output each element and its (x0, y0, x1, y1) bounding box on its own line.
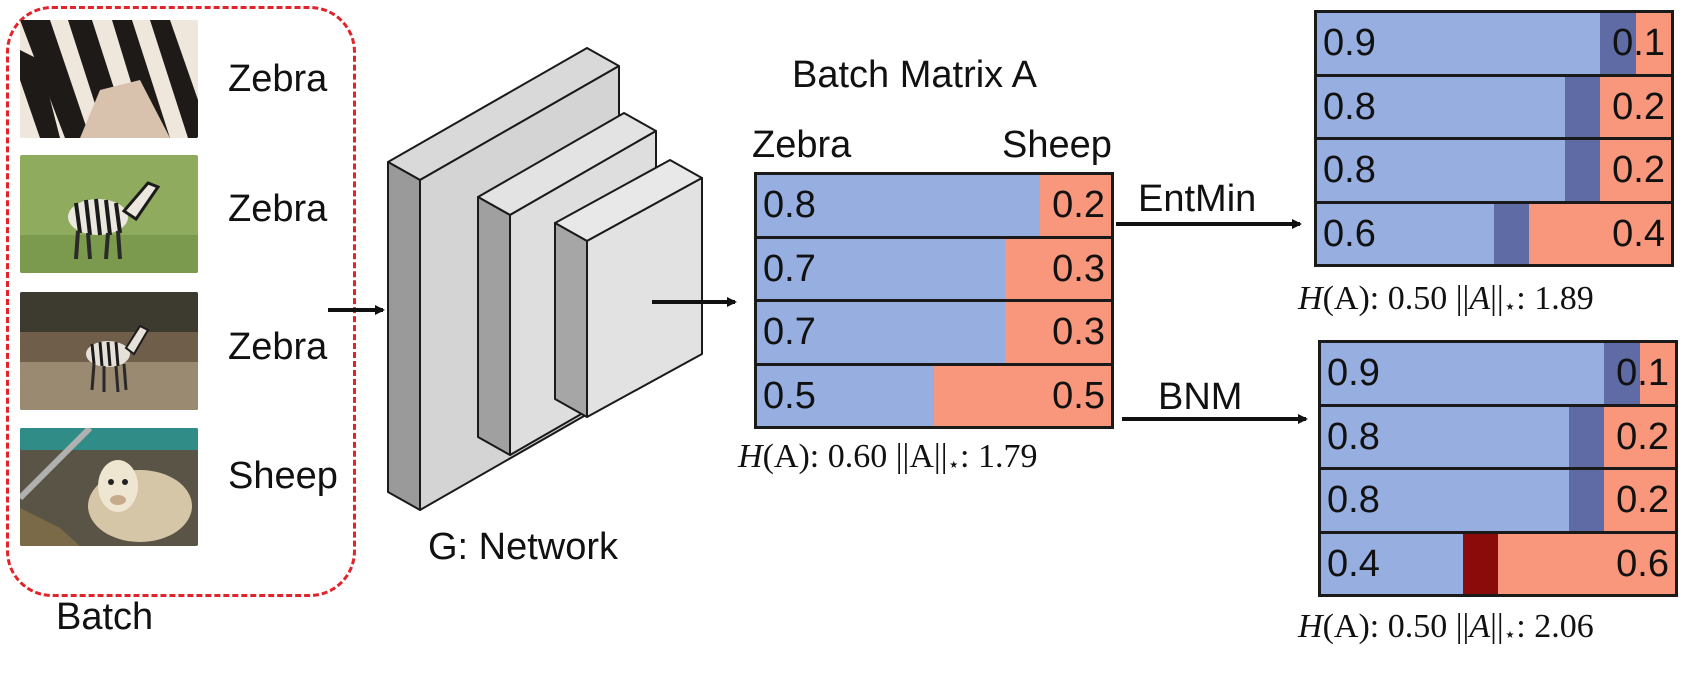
zebra-probability-value: 0.6 (1323, 212, 1376, 255)
entmin-matrix: 0.9 0.1 0.8 0.2 0.8 0.2 0.6 0.4 (1314, 10, 1674, 267)
zebra-probability-value: 0.4 (1327, 542, 1380, 585)
matrix-row: 0.7 0.3 (757, 302, 1111, 363)
zebra-probability-segment (1317, 76, 1565, 137)
matrix-metrics: H(A): 0.60 ||A||⋆: 1.79 (738, 438, 1038, 476)
bnm-metrics: H(A): 0.50 ||A||⋆: 2.06 (1298, 608, 1594, 646)
zebra-probability-value: 0.8 (1323, 85, 1376, 128)
zebra-probability-segment (757, 175, 1041, 236)
bnm-matrix: 0.9 0.1 0.8 0.2 0.8 0.2 0.4 0.6 (1318, 340, 1678, 597)
zebra-probability-segment (1321, 406, 1569, 467)
zebra-grass-image (20, 155, 198, 273)
sheep-probability-segment (1600, 140, 1671, 201)
matrix-col-zebra: Zebra (752, 124, 852, 166)
sheep-probability-segment (1529, 203, 1671, 264)
zebra-probability-value: 0.8 (1327, 415, 1380, 458)
batch-item-label: Zebra (228, 58, 328, 100)
zebra-probability-value: 0.8 (763, 184, 816, 227)
probability-change-segment (1568, 470, 1605, 531)
matrix-row: 0.4 0.6 (1321, 533, 1675, 594)
sheep-probability-value: 0.3 (1052, 311, 1105, 354)
sheep-probability-value: 0.2 (1616, 415, 1669, 458)
zebra-probability-segment (1317, 203, 1494, 264)
sheep-probability-value: 0.2 (1612, 149, 1665, 192)
matrix-title: Batch Matrix A (792, 54, 1037, 96)
matrix-row: 0.6 0.4 (1317, 203, 1671, 264)
matrix-row: 0.9 0.1 (1317, 13, 1671, 74)
sheep-probability-value: 0.2 (1612, 85, 1665, 128)
sheep-probability-segment (934, 365, 1111, 426)
entropy-value: 0.50 (1387, 280, 1448, 317)
entropy-value: 0.50 (1387, 608, 1448, 645)
probability-change-segment (1564, 140, 1601, 201)
batch-title: Batch (56, 596, 154, 638)
sheep-probability-segment (1639, 343, 1675, 404)
sheep-probability-value: 0.4 (1612, 212, 1665, 255)
matrix-row: 0.8 0.2 (1317, 76, 1671, 137)
probability-change-segment (1462, 533, 1498, 594)
zebra-probability-value: 0.7 (763, 247, 816, 290)
sheep-probability-segment (1604, 470, 1675, 531)
zebra-probability-segment (757, 238, 1005, 299)
sheep-probability-segment (1604, 406, 1675, 467)
zebra-probability-segment (1317, 13, 1601, 74)
zebra-probability-segment (757, 365, 934, 426)
zebra-probability-segment (1321, 533, 1463, 594)
probability-change-segment (1600, 13, 1636, 74)
sheep-probability-value: 0.2 (1616, 479, 1669, 522)
batch-item-label: Zebra (228, 326, 328, 368)
zebra-probability-value: 0.9 (1327, 352, 1380, 395)
nuclear-norm-value: 1.89 (1534, 280, 1594, 317)
zebra-probability-segment (1317, 140, 1565, 201)
sheep-probability-value: 0.2 (1052, 184, 1105, 227)
batch-boundary (6, 6, 356, 597)
sheep-probability-value: 0.6 (1616, 542, 1669, 585)
sheep-probability-value: 0.1 (1616, 352, 1669, 395)
zebra-probability-value: 0.5 (763, 374, 816, 417)
network-icon (387, 47, 703, 511)
network-label: G: Network (428, 526, 619, 568)
sheep-probability-segment (1497, 533, 1675, 594)
zebra-probability-value: 0.8 (1327, 479, 1380, 522)
probability-change-segment (1564, 76, 1601, 137)
sheep-probability-value: 0.5 (1052, 374, 1105, 417)
matrix-row: 0.8 0.2 (1321, 406, 1675, 467)
probability-change-segment (1604, 343, 1640, 404)
batch-item-label: Sheep (228, 455, 338, 497)
sheep-probability-segment (1004, 238, 1111, 299)
matrix-row: 0.9 0.1 (1321, 343, 1675, 404)
batch-item-label: Zebra (228, 188, 328, 230)
zebra-probability-segment (1321, 343, 1605, 404)
sheep-probability-segment (1004, 302, 1111, 363)
sheep-probability-segment (1635, 13, 1671, 74)
zebra-probability-value: 0.9 (1323, 22, 1376, 65)
batch-matrix: 0.8 0.2 0.7 0.3 0.7 0.3 0.5 0.5 (754, 172, 1114, 429)
zebra-probability-value: 0.8 (1323, 149, 1376, 192)
bnm-label: BNM (1158, 376, 1243, 418)
entropy-value: 0.60 (827, 438, 888, 475)
matrix-row: 0.8 0.2 (757, 175, 1111, 236)
nuclear-norm-value: 2.06 (1534, 608, 1594, 645)
nuclear-norm-value: 1.79 (977, 438, 1038, 475)
zebra-probability-segment (757, 302, 1005, 363)
matrix-row: 0.8 0.2 (1317, 140, 1671, 201)
zebra-dirt-image (20, 292, 198, 410)
matrix-row: 0.7 0.3 (757, 238, 1111, 299)
sheep-probability-value: 0.1 (1612, 22, 1665, 65)
sheep-image (20, 428, 198, 546)
zebra-probability-value: 0.7 (763, 311, 816, 354)
sheep-probability-segment (1040, 175, 1111, 236)
probability-change-segment (1494, 203, 1530, 264)
probability-change-segment (1568, 406, 1605, 467)
sheep-probability-value: 0.3 (1052, 247, 1105, 290)
sheep-probability-segment (1600, 76, 1671, 137)
matrix-row: 0.8 0.2 (1321, 470, 1675, 531)
zebra-closeup-image (20, 20, 198, 138)
entmin-metrics: H(A): 0.50 ||A||⋆: 1.89 (1298, 280, 1594, 318)
entmin-label: EntMin (1138, 178, 1257, 220)
matrix-row: 0.5 0.5 (757, 365, 1111, 426)
matrix-col-sheep: Sheep (1002, 124, 1112, 166)
zebra-probability-segment (1321, 470, 1569, 531)
